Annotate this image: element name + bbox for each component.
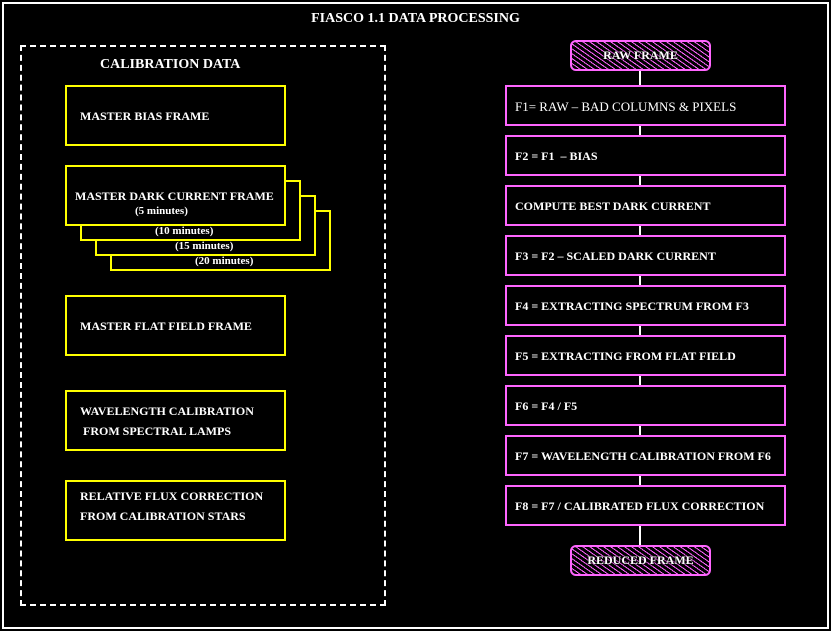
calibration-heading: CALIBRATION DATA bbox=[100, 57, 241, 72]
label: REDUCED FRAME bbox=[587, 553, 694, 567]
pipeline-step: F2 = F1 – BIAS bbox=[505, 135, 786, 176]
pipeline-step: COMPUTE BEST DARK CURRENT bbox=[505, 185, 786, 226]
pipeline-step: F5 = EXTRACTING FROM FLAT FIELD bbox=[505, 335, 786, 376]
dark-time: (15 minutes) bbox=[175, 240, 234, 252]
label: FROM SPECTRAL LAMPS bbox=[80, 424, 232, 438]
label: F7 = WAVELENGTH CALIBRATION FROM F6 bbox=[515, 449, 771, 463]
pipeline-step: F1= RAW – BAD COLUMNS & PIXELS bbox=[505, 85, 786, 126]
master-flat-box: MASTER FLAT FIELD FRAME bbox=[65, 295, 286, 356]
label: MASTER BIAS FRAME bbox=[80, 109, 210, 123]
label: F8 = F7 / CALIBRATED FLUX CORRECTION bbox=[515, 499, 765, 513]
calibration-group bbox=[20, 45, 386, 606]
label: RAW FRAME bbox=[603, 48, 678, 62]
flux-correction-box: RELATIVE FLUX CORRECTION FROM CALIBRATION… bbox=[65, 480, 286, 541]
label: RELATIVE FLUX CORRECTION bbox=[80, 489, 264, 503]
label: F4 = EXTRACTING SPECTRUM FROM F3 bbox=[515, 299, 749, 313]
pipeline-step: F3 = F2 – SCALED DARK CURRENT bbox=[505, 235, 786, 276]
label: F1= RAW – BAD COLUMNS & PIXELS bbox=[515, 99, 737, 114]
label: WAVELENGTH CALIBRATION bbox=[80, 404, 254, 418]
reduced-frame-node: REDUCED FRAME bbox=[570, 545, 711, 576]
pipeline-step: F8 = F7 / CALIBRATED FLUX CORRECTION bbox=[505, 485, 786, 526]
pipeline-step: F6 = F4 / F5 bbox=[505, 385, 786, 426]
pipeline-step: F7 = WAVELENGTH CALIBRATION FROM F6 bbox=[505, 435, 786, 476]
diagram-title: FIASCO 1.1 DATA PROCESSING bbox=[311, 11, 520, 26]
label: F3 = F2 – SCALED DARK CURRENT bbox=[515, 249, 716, 263]
label: COMPUTE BEST DARK CURRENT bbox=[515, 199, 711, 213]
label: MASTER DARK CURRENT FRAME bbox=[75, 189, 274, 203]
raw-frame-node: RAW FRAME bbox=[570, 40, 711, 71]
master-dark-box: MASTER DARK CURRENT FRAME bbox=[65, 165, 286, 226]
label: F5 = EXTRACTING FROM FLAT FIELD bbox=[515, 349, 736, 363]
master-bias-box: MASTER BIAS FRAME bbox=[65, 85, 286, 146]
dark-time: (20 minutes) bbox=[195, 255, 254, 267]
label: F6 = F4 / F5 bbox=[515, 399, 578, 413]
pipeline-step: F4 = EXTRACTING SPECTRUM FROM F3 bbox=[505, 285, 786, 326]
label: FROM CALIBRATION STARS bbox=[80, 509, 246, 523]
label: F2 = F1 – BIAS bbox=[515, 149, 598, 163]
wavelength-calibration-box: WAVELENGTH CALIBRATION FROM SPECTRAL LAM… bbox=[65, 390, 286, 451]
label: MASTER FLAT FIELD FRAME bbox=[80, 319, 252, 333]
dark-time: (10 minutes) bbox=[155, 225, 214, 237]
dark-time: (5 minutes) bbox=[135, 205, 188, 217]
